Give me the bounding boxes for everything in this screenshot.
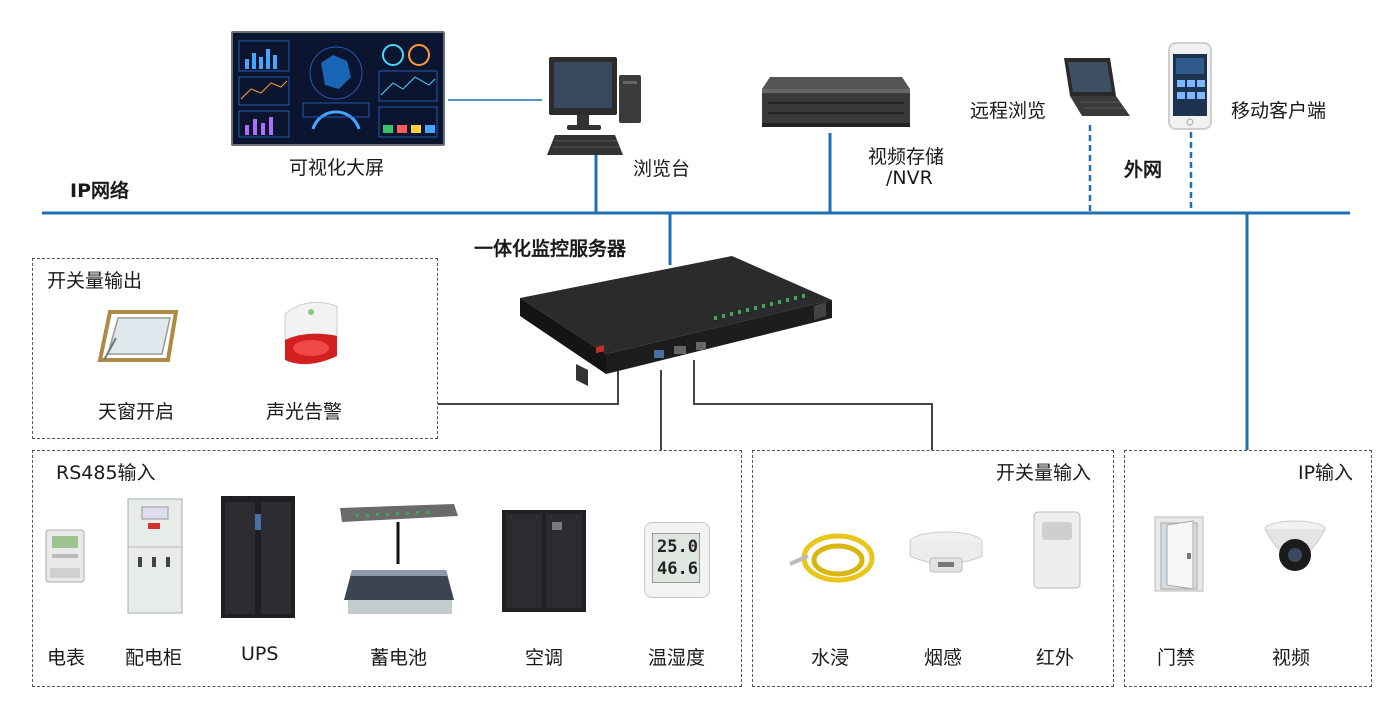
- switch-input-box: [752, 450, 1114, 687]
- water-leak-sensor-icon: [786, 526, 878, 588]
- battery-label: 蓄电池: [370, 647, 428, 669]
- air-conditioner-icon: [500, 508, 588, 614]
- laptop-icon: [1058, 56, 1132, 126]
- smoke-label: 烟感: [924, 647, 963, 669]
- mobile-label: 移动客户端: [1231, 100, 1327, 122]
- thermo-hygrometer-icon: 25.0 46.6: [644, 522, 710, 598]
- nvr-label-2: /NVR: [886, 167, 933, 189]
- nvr-icon: [760, 73, 912, 133]
- ups-label: UPS: [241, 643, 279, 665]
- switch-input-title: 开关量输入: [996, 462, 1092, 484]
- rs485-input-box: [32, 450, 742, 687]
- big-screen-label: 可视化大屏: [289, 157, 385, 179]
- console-label: 浏览台: [633, 158, 691, 180]
- cabinet-label: 配电柜: [125, 647, 183, 669]
- alarm-light-icon: [277, 296, 347, 370]
- server-label: 一体化监控服务器: [474, 238, 627, 260]
- ip-network-label: IP网络: [70, 180, 129, 202]
- battery-icon: [336, 500, 460, 620]
- infrared-sensor-icon: [1032, 510, 1082, 590]
- skylight-icon: [96, 308, 182, 364]
- switch-input-wire: [693, 360, 933, 450]
- server-icon: [514, 254, 836, 392]
- ip-input-title: IP输入: [1298, 462, 1354, 484]
- meter-label: 电表: [47, 647, 86, 669]
- thermo-display: 25.0 46.6: [652, 533, 700, 583]
- thermo-label: 温湿度: [648, 647, 706, 669]
- access-label: 门禁: [1157, 647, 1196, 669]
- switch-output-title: 开关量输出: [47, 270, 143, 292]
- switch-output-box: [32, 258, 438, 439]
- electric-meter-icon: [44, 528, 86, 584]
- access-control-door-icon: [1153, 515, 1205, 593]
- output-wire: [438, 370, 619, 405]
- mobile-phone-icon: [1168, 42, 1212, 130]
- ac-label: 空调: [525, 647, 564, 669]
- water-leak-label: 水浸: [811, 647, 850, 669]
- remote-label: 远程浏览: [970, 100, 1047, 122]
- big-screen-icon: [231, 31, 445, 146]
- nvr-label-1: 视频存储: [868, 146, 945, 168]
- infrared-label: 红外: [1036, 647, 1075, 669]
- console-pc-icon: [545, 55, 645, 160]
- distribution-cabinet-icon: [126, 497, 184, 615]
- smoke-detector-icon: [906, 528, 986, 580]
- external-network-label: 外网: [1124, 159, 1163, 181]
- thermo-temp-readout: 25.0: [657, 537, 698, 557]
- skylight-label: 天窗开启: [98, 401, 175, 423]
- thermo-humidity-readout: 46.6: [657, 559, 698, 579]
- rs485-title: RS485输入: [56, 462, 156, 484]
- ip-input-box: [1124, 450, 1372, 687]
- video-label: 视频: [1272, 647, 1311, 669]
- dome-camera-icon: [1262, 517, 1328, 587]
- ups-icon: [219, 494, 297, 621]
- alarm-label: 声光告警: [266, 401, 343, 423]
